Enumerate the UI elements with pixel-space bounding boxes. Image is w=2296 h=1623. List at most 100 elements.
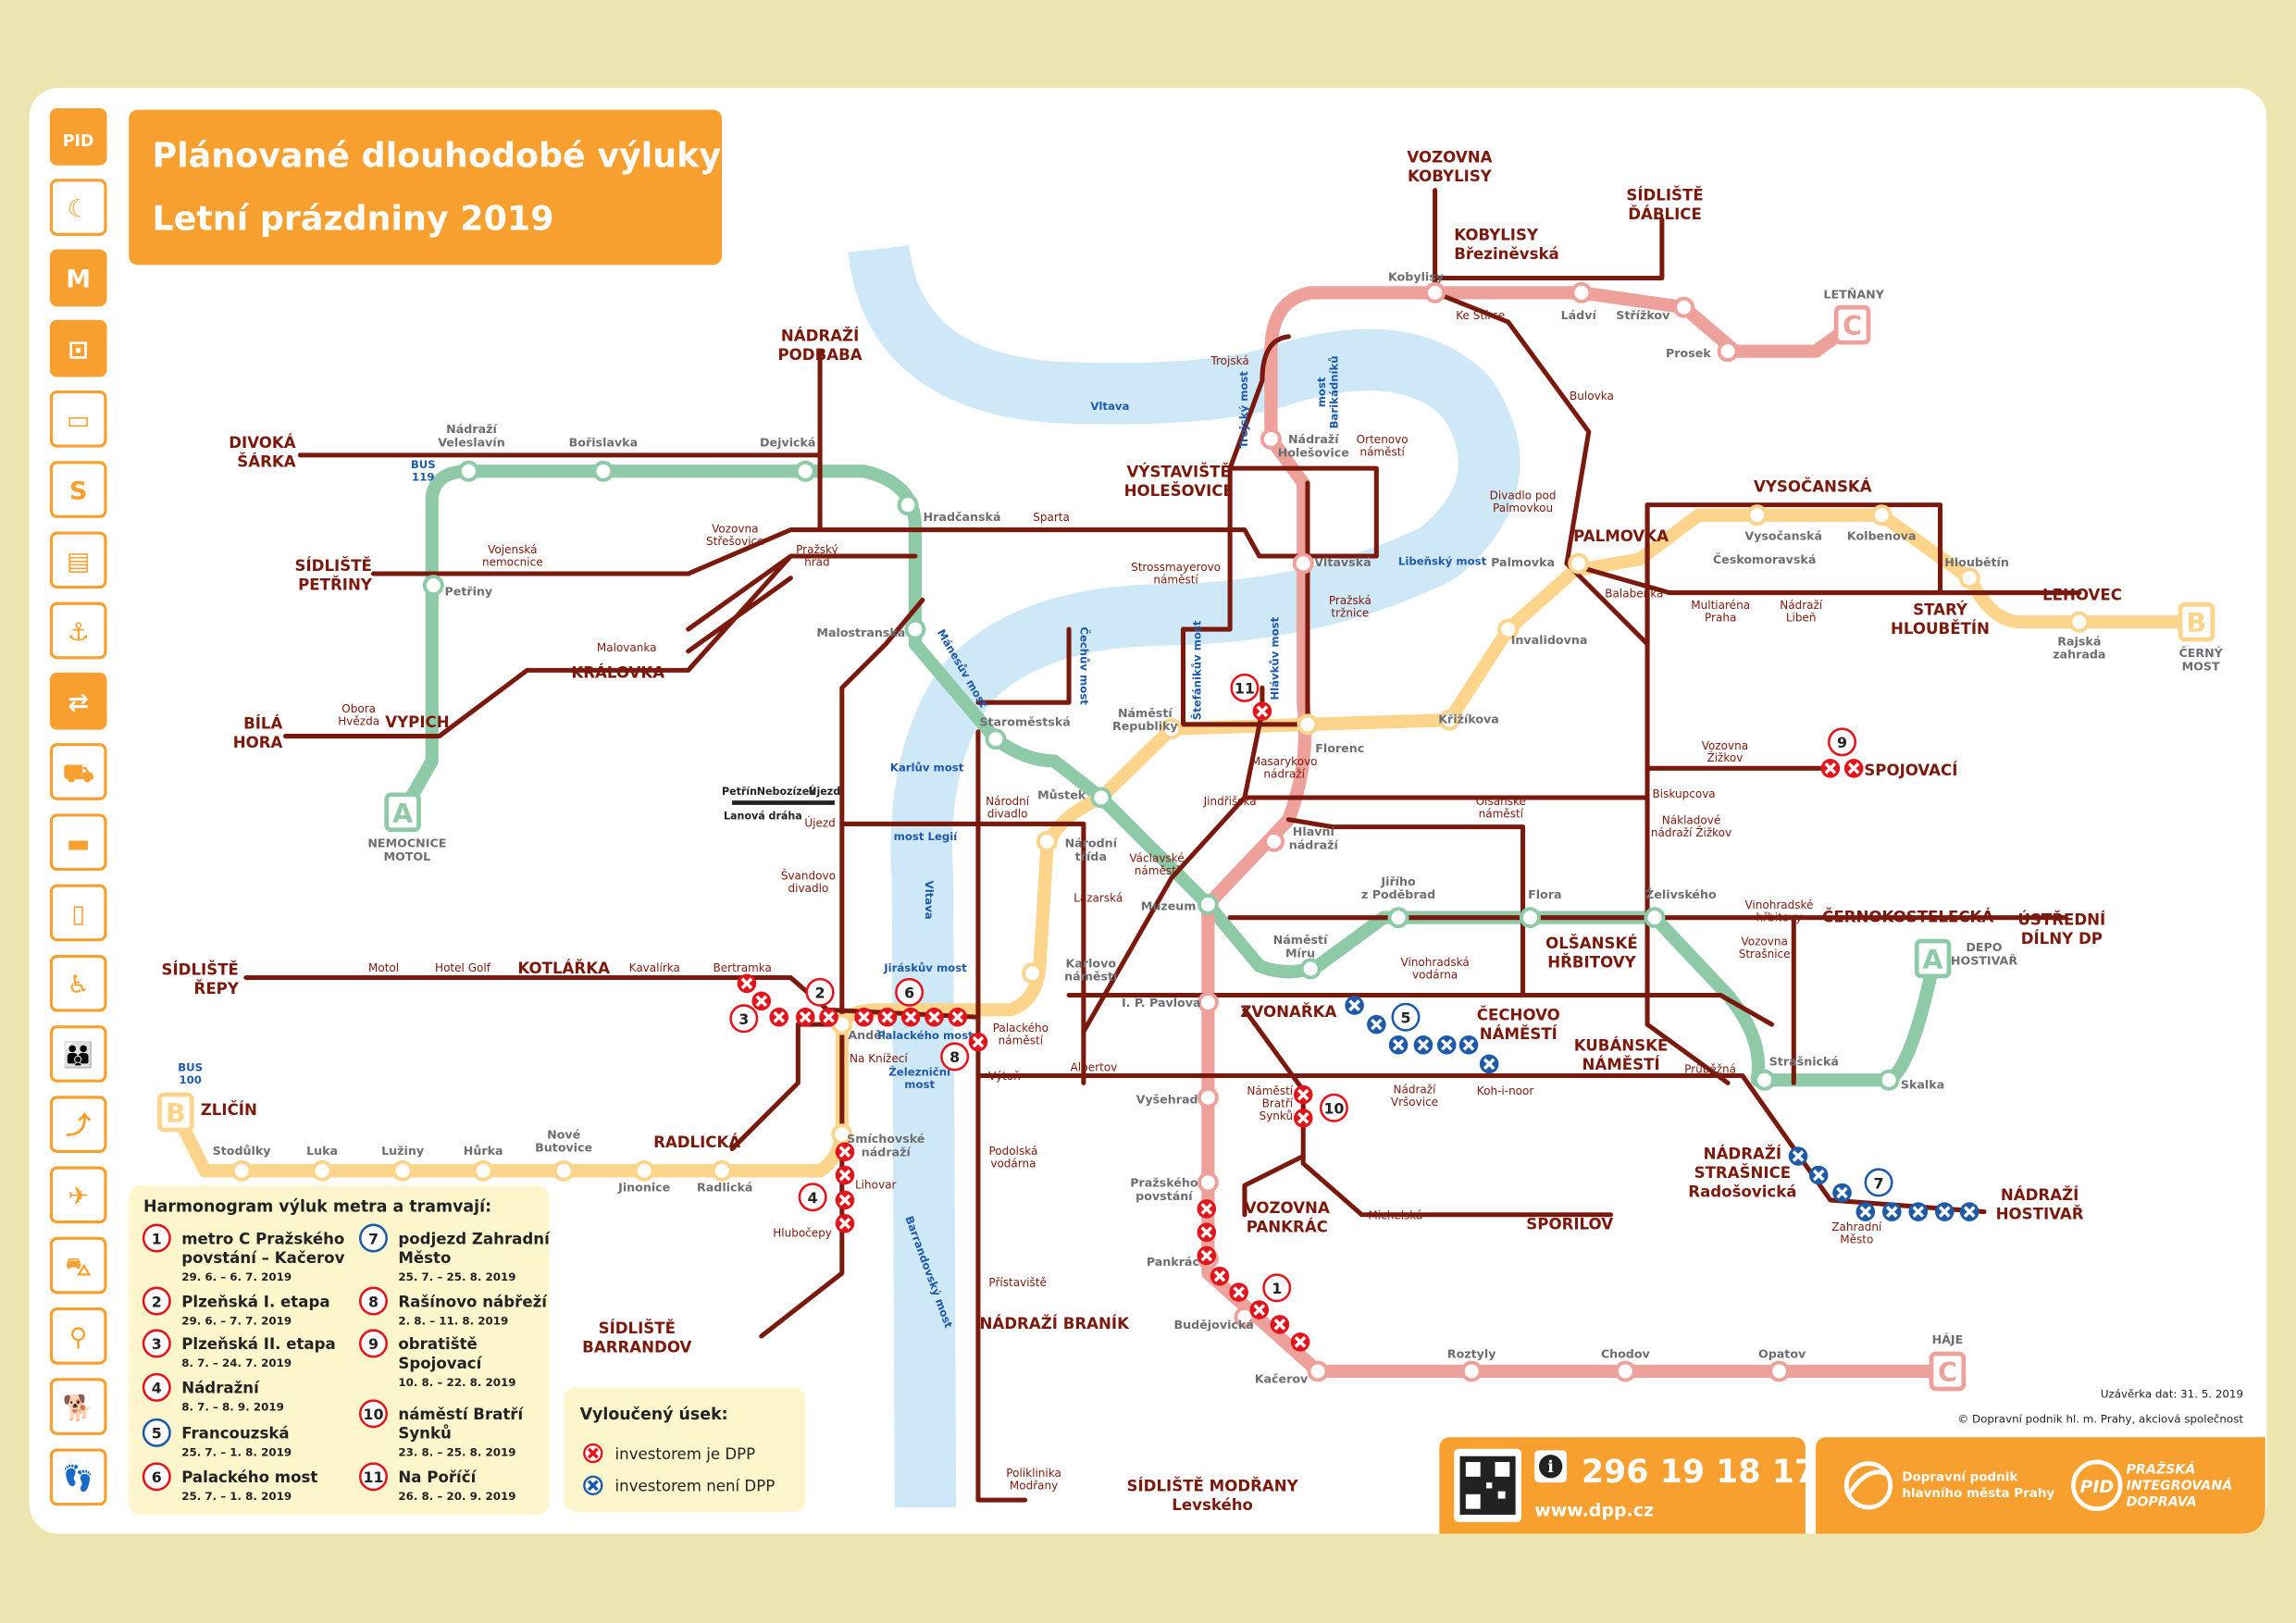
map-label: VYSOČANSKÁ bbox=[1754, 477, 1872, 495]
map-label: Lužiny bbox=[381, 1144, 425, 1158]
family-icon[interactable]: 👪 bbox=[49, 1025, 107, 1083]
closure-number-badge[interactable]: 4 bbox=[798, 1183, 827, 1212]
funicular-icon[interactable]: ▤ bbox=[49, 531, 107, 589]
bicycle-icon[interactable]: ⚲ bbox=[49, 1307, 107, 1365]
metro-station-marker bbox=[1197, 1171, 1219, 1194]
metro-station-marker bbox=[1387, 907, 1409, 929]
closure-number-badge[interactable]: 10 bbox=[1319, 1093, 1348, 1122]
car-park-icon[interactable]: ⛟ bbox=[49, 743, 107, 800]
map-label: Palackého bbox=[993, 1022, 1049, 1035]
map-label: Koh-i-noor bbox=[1477, 1084, 1534, 1097]
svg-text:29. 6. – 6. 7. 2019: 29. 6. – 6. 7. 2019 bbox=[181, 1270, 292, 1283]
night-moon-icon[interactable]: ☾ bbox=[49, 179, 107, 236]
label-radlicka-m: Radlická bbox=[697, 1180, 752, 1194]
map-label: BARRANDOV bbox=[582, 1338, 691, 1356]
footsteps-icon[interactable]: 👣 bbox=[49, 1448, 107, 1506]
closure-number-badge[interactable]: 11 bbox=[1230, 673, 1260, 702]
info-phone[interactable]: 296 19 18 17 bbox=[1582, 1454, 1817, 1491]
metro-station-marker bbox=[472, 1159, 494, 1182]
svg-text:11: 11 bbox=[1235, 680, 1255, 698]
map-label: hřbitovy bbox=[1756, 911, 1803, 924]
website-link[interactable]: www.dpp.cz bbox=[1534, 1501, 1654, 1521]
ticket-icon[interactable]: ▬ bbox=[49, 813, 107, 872]
map-label: Petřiny bbox=[444, 585, 492, 599]
label-vysocanska: VYSOČANSKÁ bbox=[1754, 477, 1872, 495]
map-label: Březiněvská bbox=[1454, 245, 1559, 263]
dog-icon[interactable]: 🐕 bbox=[49, 1378, 107, 1435]
pid-logo-icon[interactable]: PID bbox=[49, 108, 107, 166]
phone-icon[interactable]: ▯ bbox=[49, 884, 107, 942]
stroller-icon[interactable]: ⛍ bbox=[49, 1236, 107, 1295]
map-label: Zahradní bbox=[1831, 1220, 1882, 1233]
map-label: z Poděbrad bbox=[1361, 887, 1435, 901]
closure-number-badge[interactable]: 1 bbox=[1262, 1273, 1292, 1303]
label-kotlarka: KOTLÁŘKA bbox=[517, 960, 610, 977]
svg-text:metro C Pražského: metro C Pražského bbox=[181, 1230, 344, 1247]
map-label: Petřín bbox=[722, 786, 757, 798]
map-label: Praha bbox=[1705, 611, 1736, 624]
escalator-icon[interactable]: ⤴ bbox=[49, 1096, 107, 1153]
airplane-icon[interactable]: ✈ bbox=[49, 1166, 107, 1224]
closure-number-badge[interactable]: 2 bbox=[805, 977, 835, 1007]
closure-number-badge[interactable]: 8 bbox=[940, 1042, 970, 1072]
map-label: Opatov bbox=[1758, 1347, 1806, 1361]
metro-icon[interactable]: M bbox=[49, 249, 107, 307]
page-subtitle: Letní prázdniny 2019 bbox=[153, 198, 554, 238]
bus-icon[interactable]: ▭ bbox=[49, 390, 107, 448]
map-label: nádraží Žižkov bbox=[1651, 825, 1731, 839]
label-legii: most Legií bbox=[894, 830, 959, 843]
closure-x-icon bbox=[1345, 996, 1364, 1015]
svg-text:Francouzská: Francouzská bbox=[181, 1425, 289, 1443]
label-ke-stirce: Ke Stírce bbox=[1456, 309, 1505, 322]
closure-number-badge[interactable]: 9 bbox=[1827, 727, 1857, 757]
tram-icon[interactable]: ⊡ bbox=[49, 319, 107, 378]
svg-text:náměstí Bratří: náměstí Bratří bbox=[398, 1406, 524, 1423]
label-hloubetin: Hloubětín bbox=[1944, 555, 2009, 569]
map-label: Flora bbox=[1528, 887, 1561, 901]
closure-x-icon bbox=[835, 1190, 855, 1210]
replacement-icon[interactable]: ⇄ bbox=[49, 672, 107, 730]
map-label: Město bbox=[1840, 1233, 1873, 1246]
map-label: RADLICKÁ bbox=[653, 1134, 740, 1151]
closure-x-icon bbox=[1855, 1202, 1876, 1221]
qr-code-icon[interactable] bbox=[1454, 1448, 1521, 1522]
svg-text:▤: ▤ bbox=[67, 548, 90, 576]
closure-number-badge[interactable]: 5 bbox=[1391, 1002, 1421, 1032]
map-label: Synků bbox=[1260, 1109, 1294, 1122]
label-palackeho-most: Palackého most bbox=[877, 1029, 974, 1042]
wheelchair-icon[interactable]: ♿ bbox=[49, 954, 107, 1012]
closure-number-badge[interactable]: 3 bbox=[729, 1004, 759, 1034]
closure-number-badge[interactable]: 6 bbox=[895, 977, 925, 1007]
ferry-anchor-icon[interactable]: ⚓ bbox=[49, 601, 107, 660]
dpp-logo-icon bbox=[1843, 1461, 1893, 1510]
svg-text:▯: ▯ bbox=[71, 900, 85, 929]
label-ip-pavlova: I. P. Pavlova bbox=[1122, 996, 1201, 1010]
logos-box bbox=[1816, 1437, 2265, 1534]
s-train-icon[interactable]: S bbox=[49, 461, 107, 518]
metro-station-marker bbox=[1497, 618, 1520, 640]
map-label: OLŠANSKÉ bbox=[1545, 935, 1638, 952]
closure-x-icon bbox=[1808, 1165, 1829, 1185]
closure-x-icon bbox=[1458, 1035, 1479, 1055]
label-pankrac: Pankrác bbox=[1147, 1255, 1199, 1269]
svg-text:25. 7. – 1. 8. 2019: 25. 7. – 1. 8. 2019 bbox=[181, 1446, 292, 1459]
closure-number-badge[interactable]: 7 bbox=[1864, 1168, 1893, 1197]
map-label: Ke Stírce bbox=[1456, 309, 1505, 322]
closure-x-icon bbox=[1388, 1035, 1409, 1055]
map-label: Bulovka bbox=[1570, 390, 1614, 403]
map-label: ÚSTŘEDNÍ bbox=[2017, 911, 2105, 929]
svg-text:8: 8 bbox=[368, 1293, 379, 1310]
svg-text:▬: ▬ bbox=[67, 829, 90, 858]
